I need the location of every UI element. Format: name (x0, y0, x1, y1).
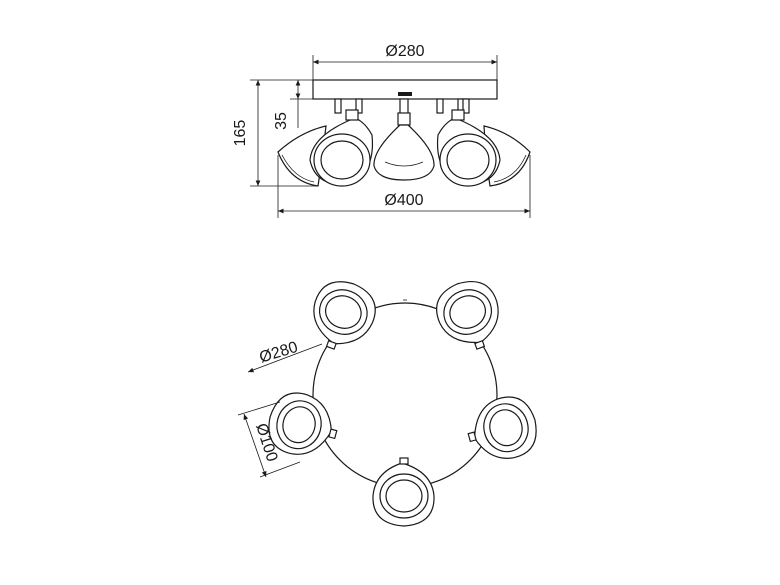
top-diameter-dimension: Ø280 (312, 43, 498, 80)
canopy (312, 79, 498, 100)
plan-diameter-dimension: Ø280 (247, 339, 323, 373)
plan-spot-right (467, 396, 537, 459)
plan-spot-top-left (313, 281, 376, 350)
top-diameter-label: Ø280 (385, 43, 424, 60)
plan-diameter-label: Ø280 (257, 339, 299, 367)
plan-view: Ø280 (237, 280, 537, 527)
overall-height-label: 165 (232, 120, 249, 147)
overall-height-dimension: 165 (232, 79, 318, 187)
overall-diameter-dimension: Ø400 (277, 155, 531, 218)
canopy-height-dimension: 35 (273, 80, 313, 130)
plan-spot-left (268, 392, 338, 455)
canopy-switch (398, 92, 412, 96)
plan-spot-bottom (372, 457, 435, 527)
canopy-height-label: 35 (273, 112, 290, 130)
side-elevation-view: Ø280 (232, 43, 531, 218)
side-spot-left (309, 109, 374, 187)
side-spot-right (436, 109, 501, 187)
side-spot-center (373, 112, 435, 181)
plan-spot-top-right (436, 280, 499, 350)
overall-diameter-label: Ø400 (384, 192, 423, 209)
